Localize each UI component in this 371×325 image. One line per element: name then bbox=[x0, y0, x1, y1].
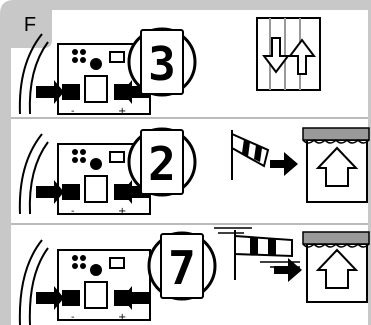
display-digit-1: 3 bbox=[148, 37, 176, 91]
key-minus-label-2: - bbox=[71, 206, 75, 217]
up-down-arrows-icon bbox=[257, 18, 320, 90]
display-digit-2: 2 bbox=[148, 137, 176, 191]
display-digit-3: 7 bbox=[168, 241, 196, 295]
panel-label: F bbox=[16, 14, 44, 37]
key-minus-label-1: - bbox=[71, 106, 75, 117]
digit-display-2: 2 bbox=[129, 129, 195, 195]
key-minus-label-3: - bbox=[71, 312, 75, 323]
key-plus-label-1: + bbox=[118, 106, 126, 117]
awning-up-arrow-icon bbox=[303, 128, 369, 202]
awning-up-arrow-icon-3 bbox=[303, 232, 369, 302]
digit-display-1: 3 bbox=[129, 29, 195, 95]
digit-display-3: 7 bbox=[149, 233, 215, 299]
key-plus-label-3: + bbox=[118, 312, 126, 323]
key-plus-label-2: + bbox=[118, 206, 126, 217]
